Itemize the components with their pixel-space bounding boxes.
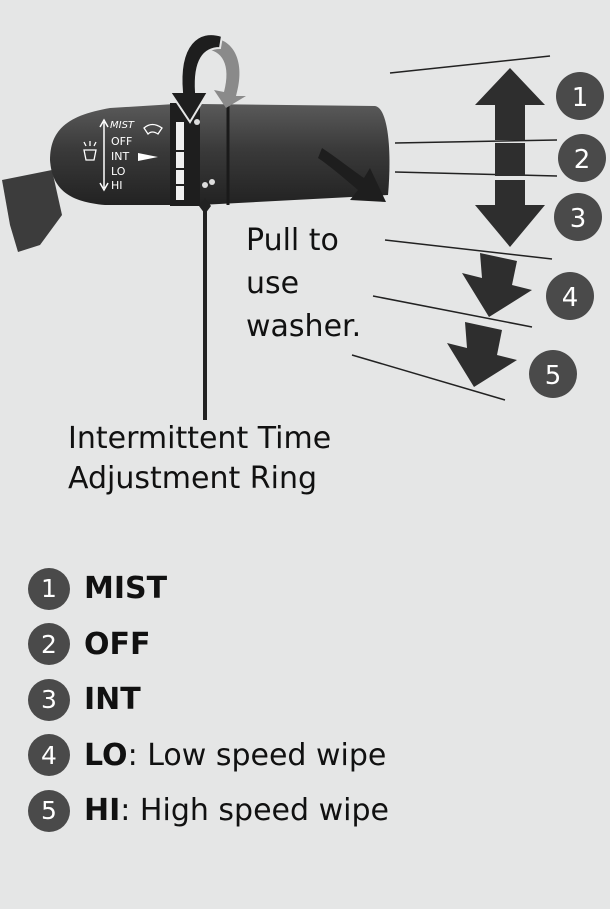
lo-arrow-icon xyxy=(462,253,532,317)
intermittent-ring[interactable] xyxy=(170,103,200,206)
ring-indicator xyxy=(176,122,184,200)
legend-item-hi: 5 HI : High speed wipe xyxy=(28,783,389,839)
legend-code: LO xyxy=(84,737,128,773)
legend-item-off: 2 OFF xyxy=(28,617,389,673)
legend-code: INT xyxy=(84,682,141,718)
washer-caption-line: use xyxy=(246,266,300,301)
ring-caption-line: Intermittent Time xyxy=(68,421,332,456)
leader-lines xyxy=(203,55,558,420)
legend-code: OFF xyxy=(84,626,151,662)
droplet-icon xyxy=(194,119,200,125)
legend-description: : Low speed wipe xyxy=(127,737,387,773)
lever-label-int: INT xyxy=(111,150,129,163)
svg-text:1: 1 xyxy=(572,83,589,113)
washer-icon xyxy=(83,141,97,161)
ring-pointer xyxy=(199,198,211,214)
washer-caption: Pull to use washer. xyxy=(246,219,361,348)
marker-4: 4 xyxy=(546,272,594,320)
legend-number-badge: 4 xyxy=(28,734,70,777)
legend-description: : High speed wipe xyxy=(120,793,389,829)
position-legend: 1 MIST 2 OFF 3 INT 4 LO : Low speed wipe… xyxy=(28,561,389,839)
wiper-icon xyxy=(143,123,163,136)
lever-label-hi: HI xyxy=(111,179,123,192)
svg-text:3: 3 xyxy=(570,204,587,234)
hi-arrow-icon xyxy=(447,322,517,387)
legend-number-badge: 5 xyxy=(28,789,70,832)
marker-1: 1 xyxy=(556,72,604,120)
lever-label-mist: MIST xyxy=(110,120,135,131)
svg-text:4: 4 xyxy=(562,283,579,313)
lever-label-off: OFF xyxy=(111,135,132,148)
marker-3: 3 xyxy=(554,193,602,241)
pull-arrow-icon xyxy=(318,148,386,202)
washer-caption-line: Pull to xyxy=(246,223,339,258)
washer-caption-line: washer. xyxy=(246,309,362,344)
stalk-end-cap[interactable] xyxy=(200,104,390,205)
marker-2: 2 xyxy=(558,134,606,182)
legend-item-mist: 1 MIST xyxy=(28,561,389,617)
droplet-icon xyxy=(202,182,208,188)
legend-item-int: 3 INT xyxy=(28,672,389,728)
legend-number-badge: 3 xyxy=(28,678,70,721)
steering-column xyxy=(2,170,62,252)
ring-caption: Intermittent Time Adjustment Ring xyxy=(68,419,331,499)
detent-band xyxy=(495,143,525,176)
svg-text:5: 5 xyxy=(545,361,562,391)
lever-label-lo: LO xyxy=(111,165,126,178)
position-pointer xyxy=(138,153,158,161)
legend-code: HI xyxy=(84,793,121,829)
svg-text:2: 2 xyxy=(574,145,591,175)
ring-caption-line: Adjustment Ring xyxy=(68,461,318,496)
mist-arrow-icon xyxy=(475,68,545,140)
marker-5: 5 xyxy=(529,350,577,398)
legend-number-badge: 2 xyxy=(28,623,70,666)
wiper-stalk[interactable] xyxy=(50,104,175,205)
legend-item-lo: 4 LO : Low speed wipe xyxy=(28,728,389,784)
rotation-arrow-icon xyxy=(168,33,224,124)
int-arrow-icon xyxy=(475,180,545,247)
legend-code: MIST xyxy=(84,571,168,607)
legend-number-badge: 1 xyxy=(28,567,70,610)
rotation-arrow-back xyxy=(196,37,246,109)
